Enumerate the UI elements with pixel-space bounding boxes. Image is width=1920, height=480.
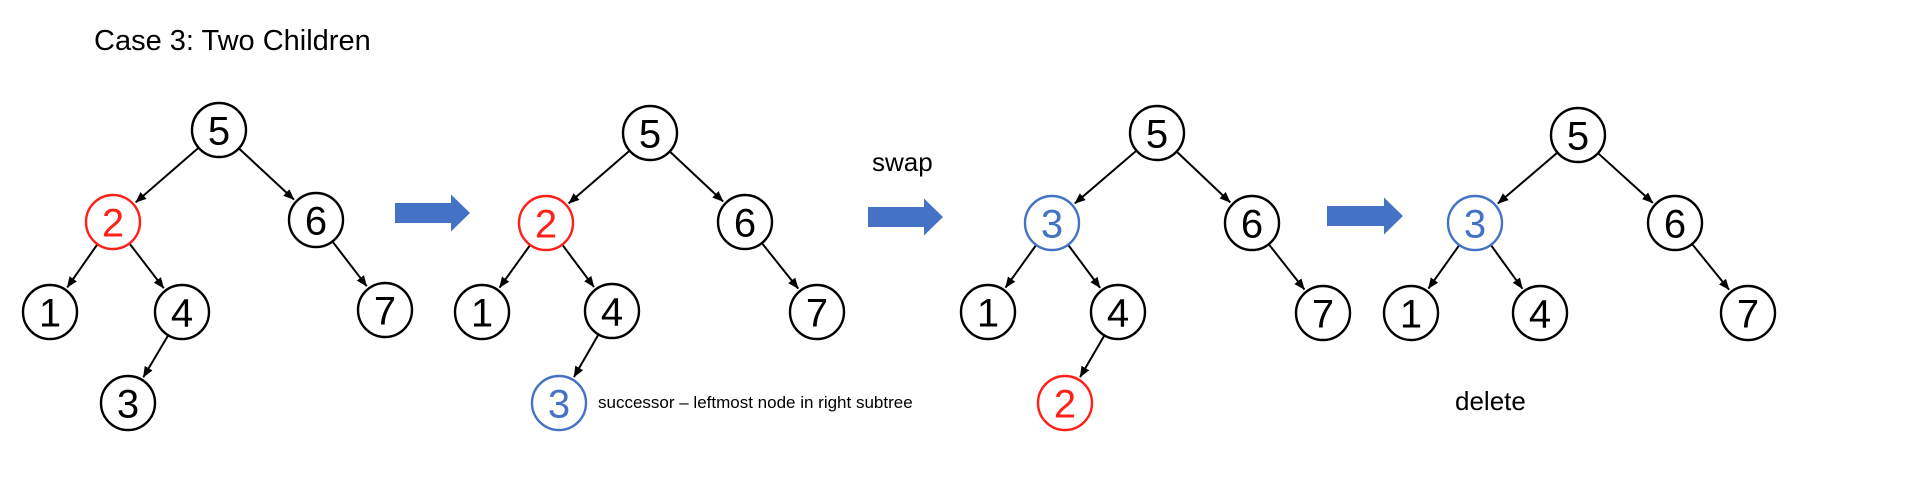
node-circle-3	[1023, 194, 1081, 252]
successor-note: successor – leftmost node in right subtr…	[598, 393, 913, 412]
node-value-4: 4	[171, 291, 193, 335]
delete-label: delete	[1455, 386, 1526, 416]
node-value-7: 7	[1737, 292, 1759, 336]
node-circle-6	[1223, 194, 1281, 252]
node-circle-3	[1446, 194, 1504, 252]
node-circle-1	[1382, 284, 1440, 342]
tree-edge	[1490, 245, 1524, 290]
slide-title: Case 3: Two Children	[94, 25, 371, 57]
tree-edge	[1067, 244, 1101, 289]
node-value-1: 1	[1400, 292, 1422, 336]
tree-edge	[669, 151, 724, 203]
node-value-1: 1	[471, 291, 493, 335]
node-value-3: 3	[548, 382, 570, 426]
node-circle-5	[190, 101, 248, 159]
tree-edge	[66, 244, 98, 288]
node-value-2: 2	[102, 201, 124, 245]
node-circle-6	[716, 193, 774, 251]
node-value-2: 2	[535, 202, 557, 246]
node-value-2: 2	[1054, 382, 1076, 426]
node-circle-1	[959, 283, 1017, 341]
node-value-4: 4	[601, 290, 623, 334]
node-circle-7	[788, 283, 846, 341]
tree-edge	[1176, 151, 1231, 204]
tree-edge	[561, 244, 595, 288]
node-circle-4	[153, 283, 211, 341]
node-value-7: 7	[1312, 292, 1334, 336]
tree-edge	[1268, 244, 1306, 291]
node-circle-1	[453, 283, 511, 341]
tree-edge	[568, 150, 630, 205]
node-circle-7	[356, 281, 414, 339]
tree-edge	[1004, 245, 1037, 289]
node-value-5: 5	[208, 109, 230, 153]
tree-edge	[1079, 335, 1105, 378]
node-value-4: 4	[1529, 292, 1551, 336]
swap-label: swap	[872, 147, 933, 177]
node-value-1: 1	[977, 291, 999, 335]
tree-edge	[498, 245, 531, 289]
step-arrow-2-icon	[868, 198, 943, 236]
tree-edge	[1427, 245, 1460, 290]
tree-edge	[1691, 244, 1730, 291]
node-circle-5	[1128, 104, 1186, 162]
tree-edge	[332, 241, 368, 287]
node-value-5: 5	[1567, 114, 1589, 158]
node-value-3: 3	[1464, 202, 1486, 246]
tree-edge	[135, 147, 199, 204]
node-value-6: 6	[1664, 202, 1686, 246]
node-circle-4	[1089, 283, 1147, 341]
tree-edge	[573, 334, 599, 378]
node-circle-2	[1036, 374, 1094, 432]
node-circle-2	[84, 193, 142, 251]
tree-2-successor-found: 5 2 6 1 4 7 3	[453, 104, 846, 432]
step-arrow-3-icon	[1327, 197, 1403, 235]
node-value-5: 5	[639, 112, 661, 156]
node-value-3: 3	[1041, 202, 1063, 246]
step-arrow-1-icon	[395, 194, 470, 232]
tree-edge	[142, 335, 169, 378]
tree-edge	[129, 243, 165, 289]
tree-edge	[1497, 152, 1558, 205]
node-value-4: 4	[1107, 291, 1129, 335]
tree-1-initial: 5 2 6 1 4 7 3	[21, 101, 414, 432]
tree-edge	[1598, 153, 1654, 204]
node-circle-2	[517, 194, 575, 252]
node-value-7: 7	[374, 289, 396, 333]
node-circle-3	[99, 374, 157, 432]
node-circle-6	[1646, 194, 1704, 252]
node-value-6: 6	[1241, 202, 1263, 246]
node-value-3: 3	[117, 382, 139, 426]
node-circle-4	[1511, 284, 1569, 342]
tree-edge	[1074, 150, 1137, 205]
node-circle-4	[583, 282, 641, 340]
node-value-1: 1	[39, 291, 61, 335]
tree-edge	[238, 148, 295, 201]
node-circle-5	[1549, 106, 1607, 164]
tree-edge	[761, 243, 800, 290]
node-circle-3	[530, 374, 588, 432]
node-circle-7	[1719, 284, 1777, 342]
tree-3-after-swap: 5 3 6 1 4 7 2	[959, 104, 1352, 432]
node-value-6: 6	[734, 201, 756, 245]
node-value-5: 5	[1146, 112, 1168, 156]
node-value-6: 6	[305, 199, 327, 243]
tree-4-after-delete: 5 3 6 1 4 7	[1382, 106, 1777, 342]
node-circle-6	[287, 191, 345, 249]
node-circle-7	[1294, 284, 1352, 342]
node-value-7: 7	[806, 291, 828, 335]
node-circle-5	[621, 104, 679, 162]
node-circle-1	[21, 283, 79, 341]
